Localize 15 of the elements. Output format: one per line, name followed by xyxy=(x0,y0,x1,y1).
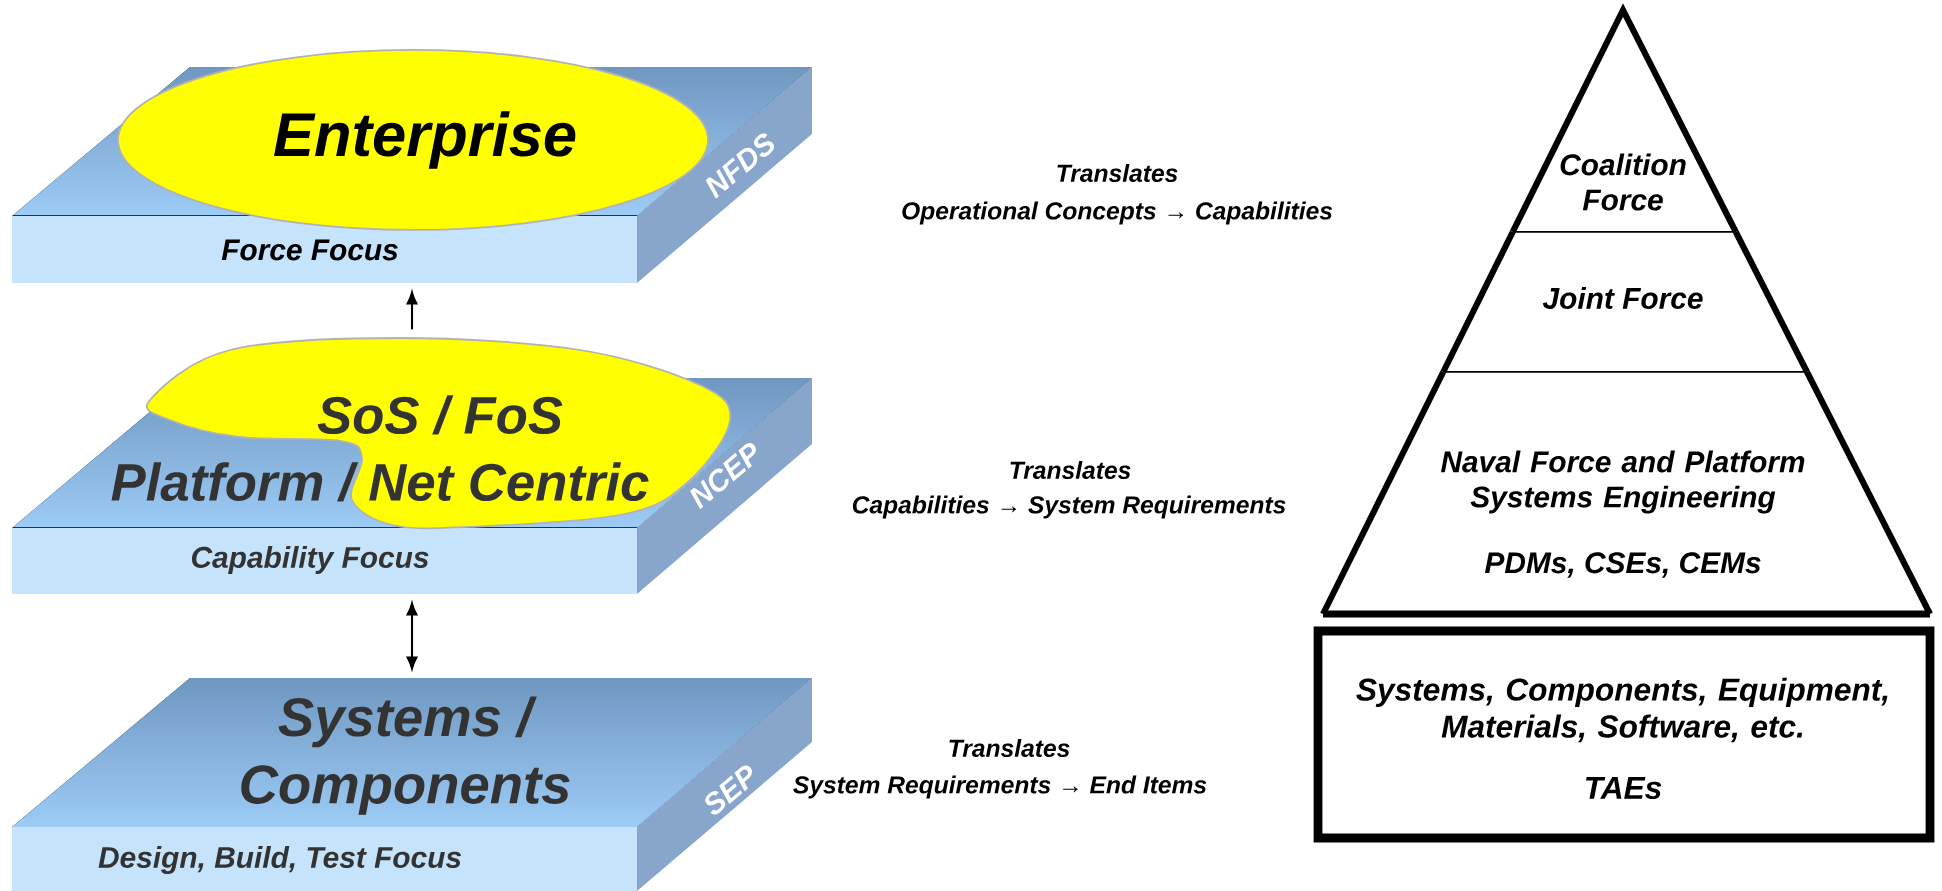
arrow xyxy=(406,291,418,330)
arrow xyxy=(406,602,418,670)
translation-note: Translates xyxy=(1057,163,1178,183)
translation-note: System Requirements → End Items xyxy=(793,775,1207,799)
translation-note: Capabilities → System Requirements xyxy=(852,495,1286,519)
translation-note: Translates xyxy=(1010,460,1131,480)
pyramid-tier: Naval Force and Platform Systems Engineering PDMs, CSEs, CEMs xyxy=(1320,370,1933,618)
focus-label: Force Focus xyxy=(221,239,398,261)
focus-label: Capability Focus xyxy=(192,546,429,574)
pyramid-tier: Joint Force xyxy=(1440,230,1810,374)
base-box: Systems, Components, Equipment, Materials, Software, etc. TAEs xyxy=(1313,626,1935,843)
pyramid-tier: Coalition Force xyxy=(1509,3,1739,234)
focus-label: Design, Build, Test Focus xyxy=(98,846,461,874)
translation-note: Translates xyxy=(949,738,1070,758)
translation-note: Operational Concepts → Capabilities xyxy=(902,201,1333,225)
